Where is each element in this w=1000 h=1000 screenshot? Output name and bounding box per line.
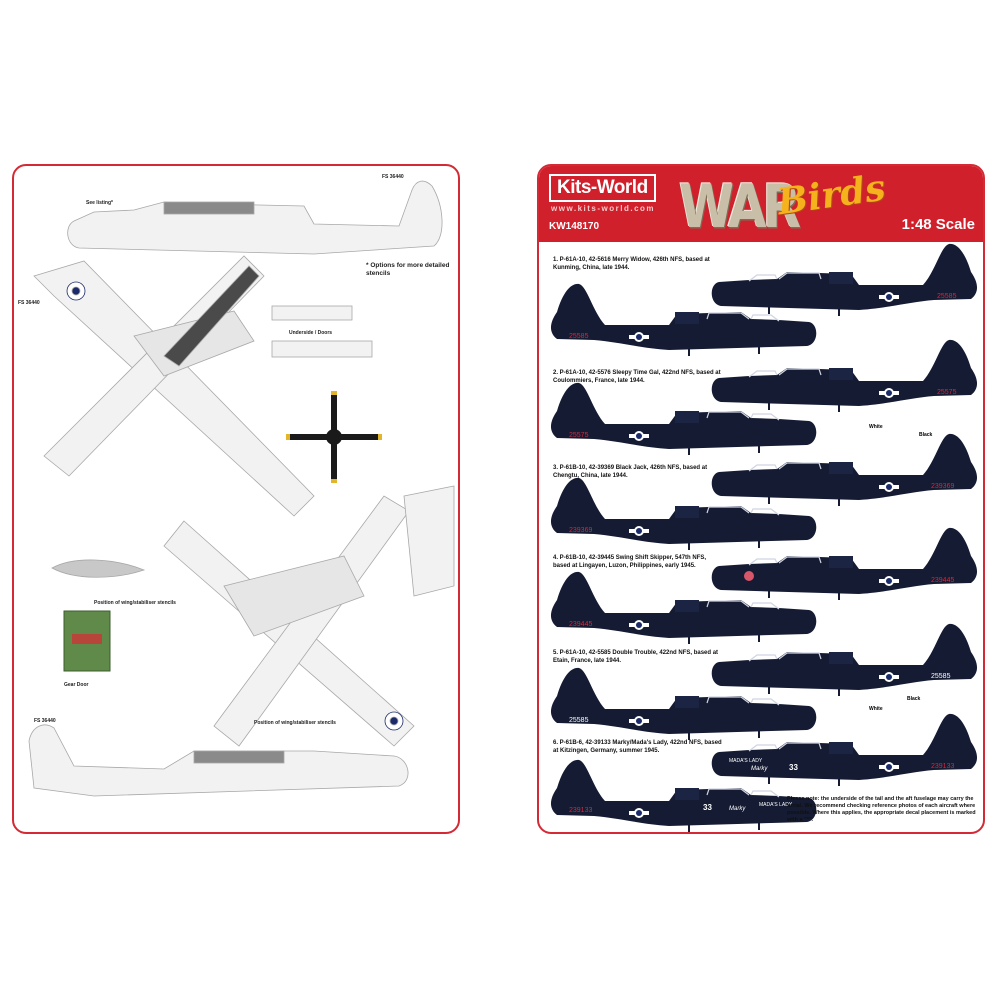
nose-art [744, 571, 754, 581]
plan-view-upper [33, 255, 315, 517]
serial-number: 25585 [569, 333, 589, 340]
serial-number: 239133 [931, 763, 954, 770]
label: Position of wing/stabiliser stencils [94, 600, 176, 606]
side-view-bottom [28, 724, 409, 797]
serial-number: 239133 [569, 807, 592, 814]
scale-label: 1:48 Scale [901, 216, 975, 233]
aircraft-profiles: 25585 25585 25575 25575 White Black 2393… [549, 242, 979, 832]
serial-number: 239369 [569, 527, 592, 534]
serial-number: 25585 [931, 673, 951, 680]
aircraft-profile-starboard [710, 242, 979, 317]
scheme-caption: 3. P-61B-10, 42-39369 Black Jack, 426th … [553, 465, 708, 479]
scheme-caption: 1. P-61A-10, 42-5616 Merry Widow, 426th … [553, 257, 710, 271]
label: FS 36440 [34, 718, 56, 724]
serial-number: 25575 [569, 432, 589, 439]
scheme-caption: 2. P-61A-10, 42-5576 Sleepy Time Gal, 42… [553, 370, 721, 384]
serial-number: 25575 [937, 389, 957, 396]
footnote: Please note: the underside of the tail a… [787, 796, 976, 823]
color-note-white: White [869, 706, 883, 712]
scheme-caption: 5. P-61A-10, 42-5585 Double Trouble, 422… [553, 650, 719, 664]
warbirds-logo-war: WAR [679, 172, 801, 242]
product-code: KW148170 [549, 221, 600, 232]
kits-world-logo: Kits-World [549, 174, 656, 202]
color-note-black: Black [907, 696, 921, 702]
label: FS 36440 [18, 300, 40, 306]
scheme-caption: 6. P-61B-6, 42-39133 Marky/Mada's Lady, … [553, 740, 722, 754]
header-banner: Kits-World www.kits-world.com KW148170 W… [539, 166, 983, 242]
website-url: www.kits-world.com [551, 204, 656, 213]
label: Underside / Doors [289, 330, 332, 336]
serial-number: 25585 [937, 293, 957, 300]
color-note-white: White [869, 424, 883, 430]
serial-number: 239369 [931, 483, 954, 490]
gear-door [63, 610, 111, 672]
aircraft-name: Marky [729, 806, 746, 812]
drop-tank [51, 559, 146, 578]
stencil-options-note: * Options for more detailed stencils [366, 262, 450, 277]
line-drawings: See listing* FS 36440 FS 36440 Underside… [18, 174, 455, 797]
nose-art-text: MADA'S LADY [729, 758, 763, 764]
aircraft-name: Marky [751, 766, 768, 772]
serial-number: 25585 [569, 717, 589, 724]
label: Position of wing/stabiliser stencils [254, 720, 336, 726]
scheme-caption: 4. P-61B-10, 42-39445 Swing Shift Skippe… [553, 555, 707, 569]
side-view-top [67, 180, 443, 255]
serial-number: 239445 [931, 577, 954, 584]
label: FS 36440 [382, 174, 404, 180]
aircraft-profile-starboard [710, 338, 979, 413]
serial-number: 239445 [569, 621, 592, 628]
label: Gear Door [64, 682, 89, 688]
color-note-black: Black [919, 432, 933, 438]
decal-sheet: Kits-World www.kits-world.com KW148170 W… [537, 164, 985, 834]
label: See listing* [86, 200, 113, 206]
plan-view-lower [163, 485, 455, 747]
aircraft-number: 33 [789, 763, 798, 772]
nose-art-text: MADA'S LADY [759, 802, 793, 808]
placement-guide-sheet: See listing* FS 36440 FS 36440 Underside… [12, 164, 460, 834]
aircraft-number: 33 [703, 803, 712, 812]
propeller [286, 391, 382, 483]
